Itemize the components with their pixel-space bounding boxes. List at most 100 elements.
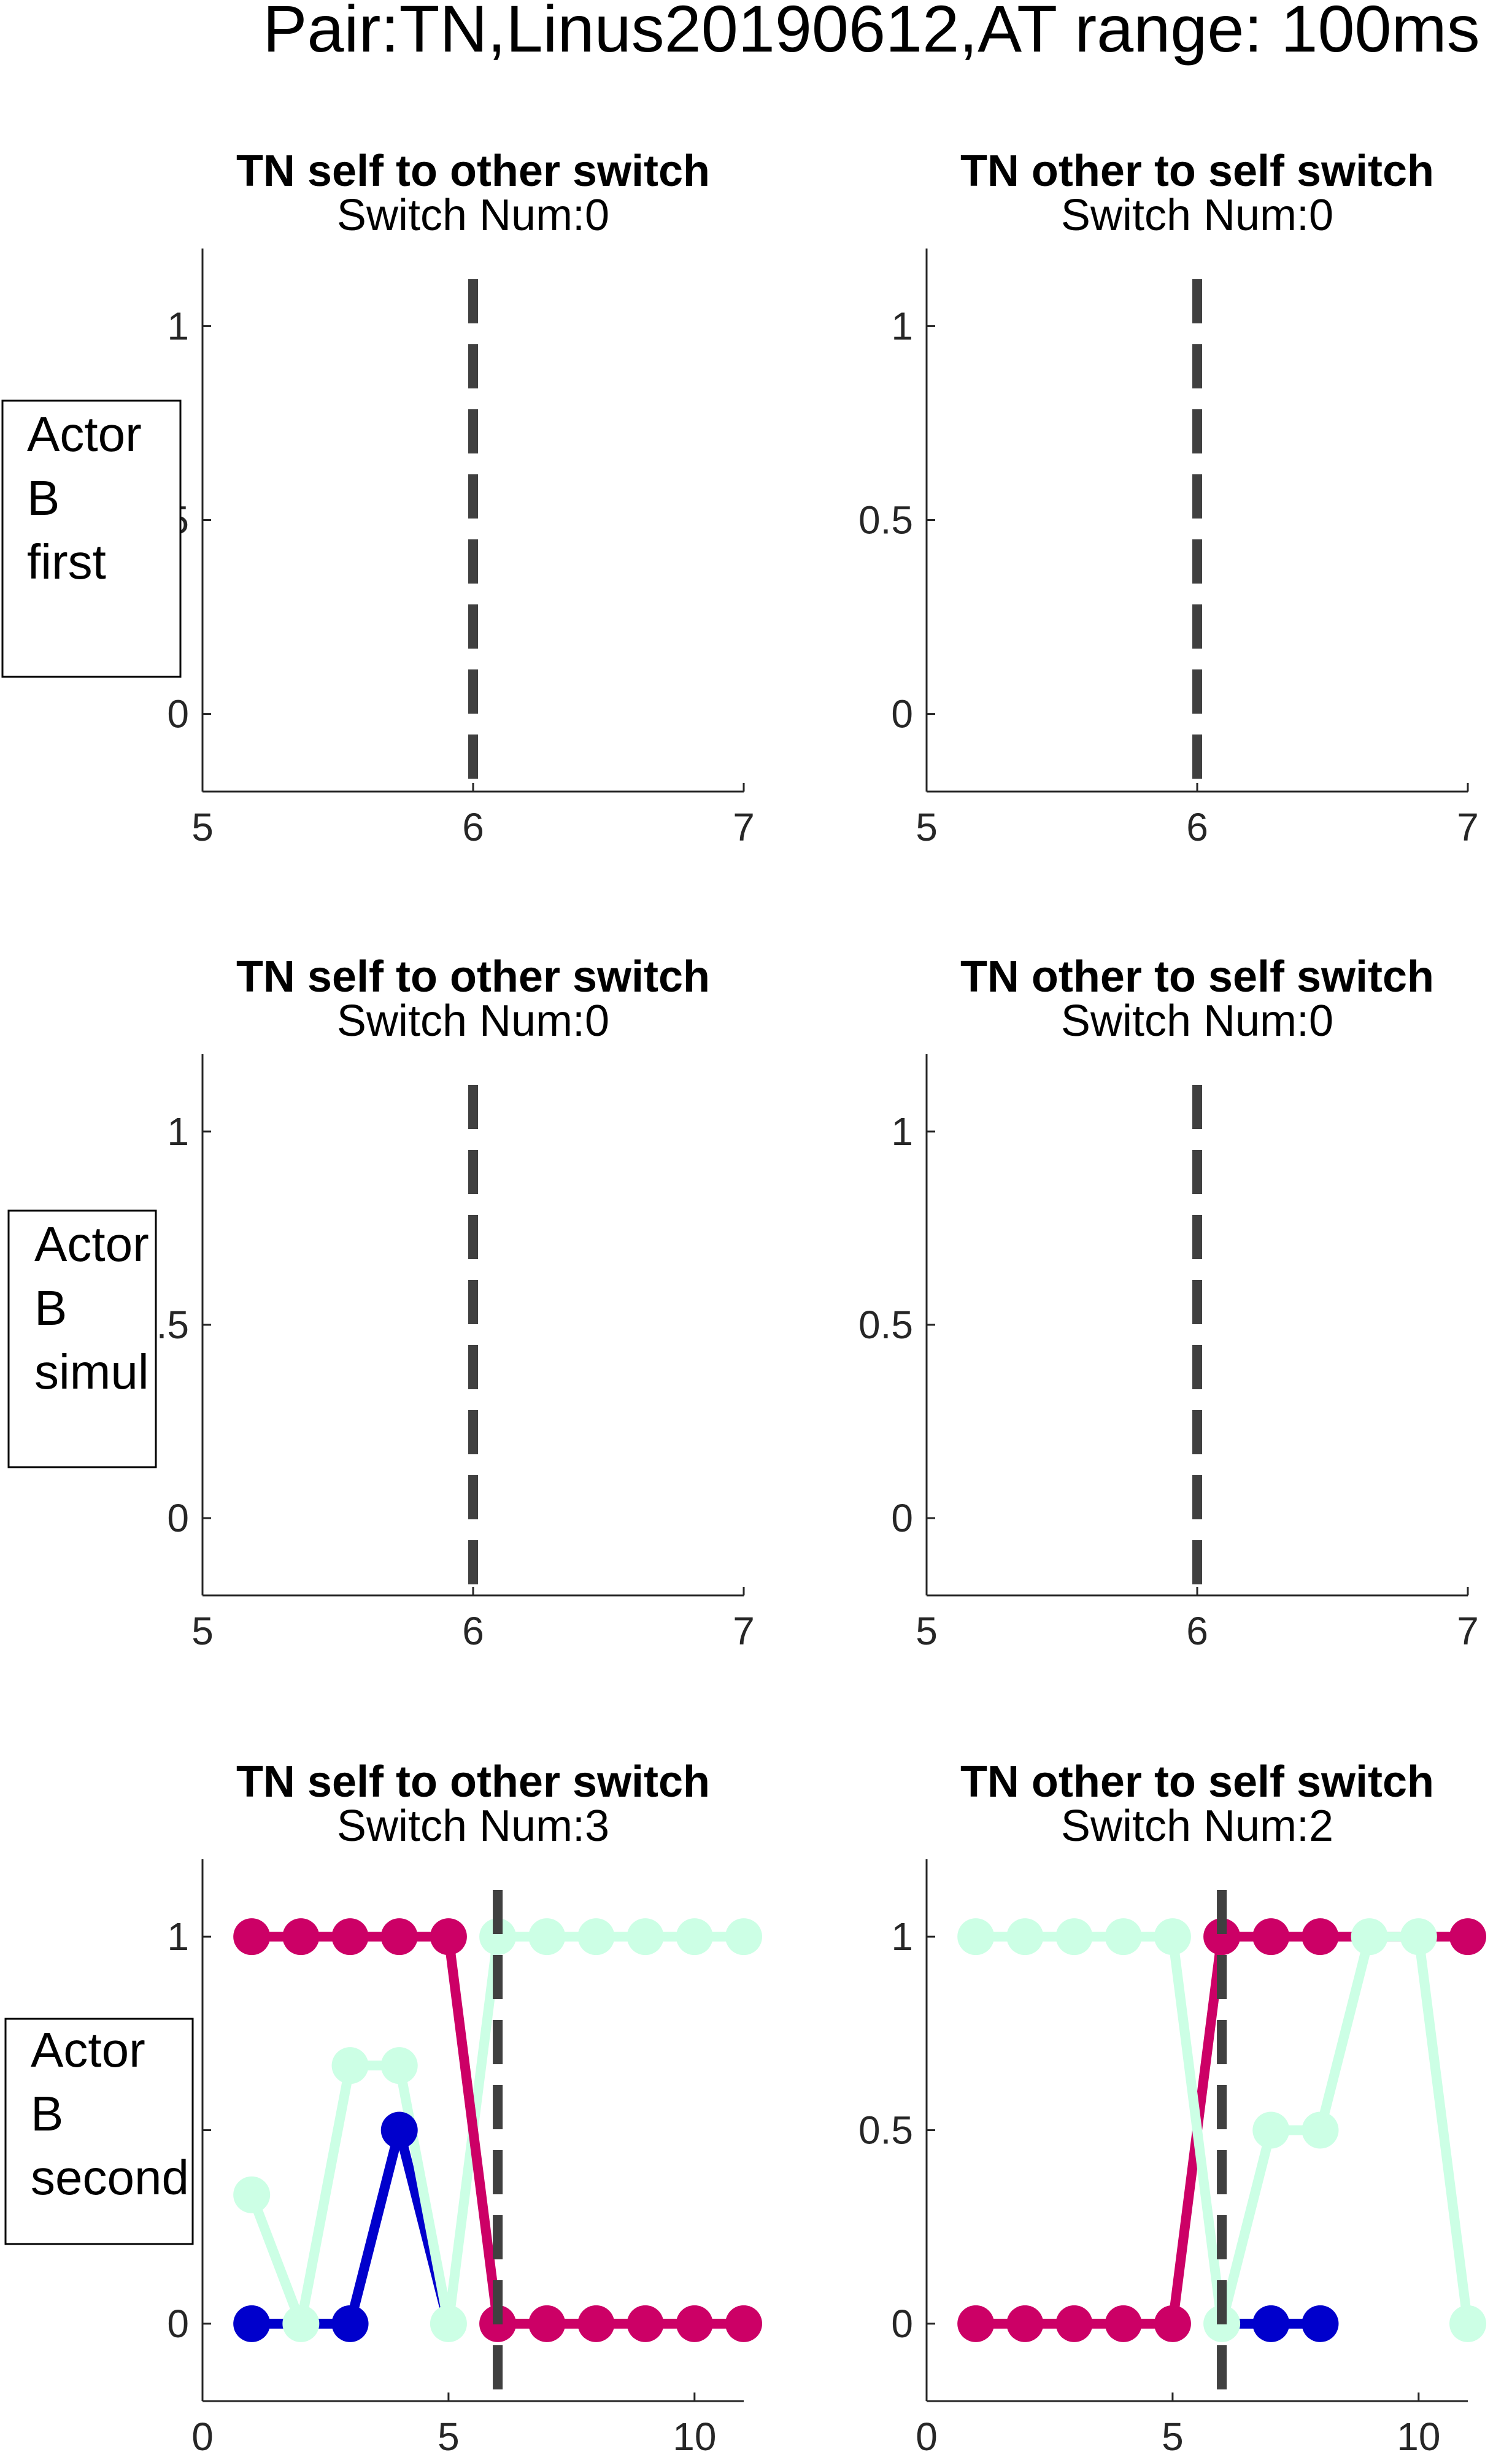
x-tick-label: 0 (191, 2415, 214, 2459)
data-point (1055, 1918, 1093, 1956)
data-point (1203, 1918, 1241, 1956)
data-point (233, 2176, 271, 2213)
data-point (282, 2305, 320, 2342)
x-tick-label: 6 (462, 1609, 484, 1653)
subplot-title: TN other to self switch (960, 952, 1434, 1001)
y-tick-label: 1 (167, 1109, 189, 1154)
data-point (331, 1918, 369, 1956)
row-label-box (7, 1209, 157, 1468)
y-tick-label: 1 (891, 1109, 913, 1154)
subplot-title: TN self to other switch (236, 1757, 710, 1806)
y-tick-label: 0.5 (858, 1303, 913, 1347)
data-point (233, 1918, 271, 1956)
y-tick-label: 0 (167, 2302, 189, 2346)
row-label-text: B (31, 2086, 63, 2141)
y-tick-label: 1 (891, 304, 913, 348)
subplot-title: TN other to self switch (960, 1757, 1434, 1806)
figure-suptitle: Pair:TN,Linus20190612,AT range: 100ms (263, 0, 1479, 66)
data-point (1449, 1918, 1486, 1956)
y-tick-label: 0 (167, 692, 189, 736)
x-tick-label: 5 (191, 1609, 214, 1653)
data-point (479, 1918, 517, 1956)
row-label-text: B (34, 1281, 67, 1335)
data-point (331, 2305, 369, 2342)
y-tick-label: 1 (167, 304, 189, 348)
data-point (1252, 1918, 1290, 1956)
data-point (957, 2305, 995, 2342)
data-point (380, 2111, 418, 2149)
y-tick-label: 0 (167, 1496, 189, 1540)
x-tick-label: 7 (733, 805, 755, 849)
x-tick-label: 0 (916, 2415, 938, 2459)
subplot-subtitle: Switch Num:0 (337, 191, 609, 240)
data-point (1006, 1918, 1044, 1956)
data-point (331, 2047, 369, 2084)
data-point (1006, 2305, 1044, 2342)
data-point (1302, 2305, 1339, 2342)
data-point (1400, 1918, 1437, 1956)
x-tick-label: 6 (1186, 805, 1208, 849)
row-label-box (4, 2018, 194, 2245)
data-point (1252, 2305, 1290, 2342)
data-point (1302, 2111, 1339, 2149)
row-label-text: Actor (31, 2022, 145, 2077)
row-label-text: Actor (34, 1217, 149, 1271)
data-point (627, 1918, 664, 1956)
x-tick-label: 5 (916, 1609, 938, 1653)
subplot-subtitle: Switch Num:0 (1061, 997, 1333, 1046)
data-point (1252, 2111, 1290, 2149)
data-point (577, 2305, 615, 2342)
y-tick-label: 0.5 (858, 498, 913, 542)
x-tick-label: 7 (733, 1609, 755, 1653)
data-point (577, 1918, 615, 1956)
data-point (1449, 2305, 1486, 2342)
subplot-title: TN other to self switch (960, 147, 1434, 196)
x-tick-label: 6 (1186, 1609, 1208, 1653)
subplot-subtitle: Switch Num:0 (337, 997, 609, 1046)
x-tick-label: 10 (673, 2415, 716, 2459)
data-point (1154, 1918, 1191, 1956)
data-point (1154, 2305, 1191, 2342)
y-tick-label: 0 (891, 692, 913, 736)
x-tick-label: 7 (1457, 1609, 1479, 1653)
data-point (528, 1918, 566, 1956)
y-tick-label: 0 (891, 1496, 913, 1540)
data-point (1055, 2305, 1093, 2342)
row-label-text: Actor (27, 407, 142, 461)
data-point (528, 2305, 566, 2342)
data-point (1302, 1918, 1339, 1956)
subplot-title: TN self to other switch (236, 952, 710, 1001)
data-point (282, 1918, 320, 1956)
y-tick-label: 0 (891, 2302, 913, 2346)
x-tick-label: 5 (438, 2415, 460, 2459)
x-tick-label: 6 (462, 805, 484, 849)
data-point (725, 2305, 762, 2342)
data-point (1105, 2305, 1142, 2342)
data-point (430, 1918, 467, 1956)
data-point (725, 1918, 762, 1956)
data-point (380, 1918, 418, 1956)
data-point (233, 2305, 271, 2342)
x-tick-label: 7 (1457, 805, 1479, 849)
y-tick-label: 1 (891, 1914, 913, 1959)
row-label-text: second (31, 2150, 189, 2205)
y-tick-label: 1 (167, 1914, 189, 1959)
x-tick-label: 10 (1397, 2415, 1440, 2459)
subplot-subtitle: Switch Num:0 (1061, 191, 1333, 240)
x-tick-label: 5 (191, 805, 214, 849)
data-point (627, 2305, 664, 2342)
data-point (1351, 1918, 1388, 1956)
subplot-title: TN self to other switch (236, 147, 710, 196)
subplot-subtitle: Switch Num:3 (337, 1802, 609, 1851)
